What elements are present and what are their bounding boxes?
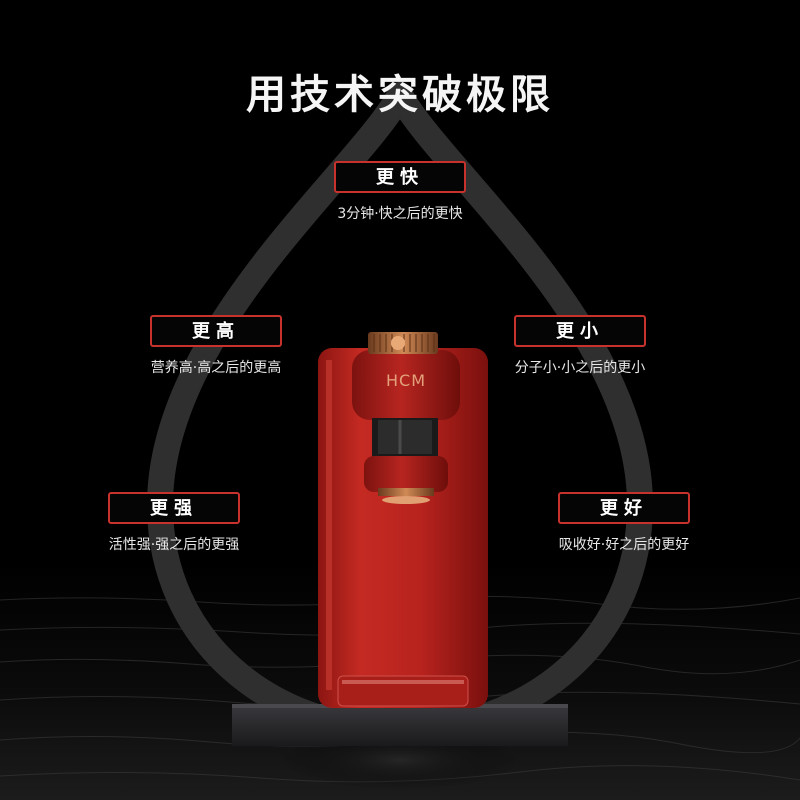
- feature-badge: 更小: [514, 315, 646, 347]
- feature-badge: 更好: [558, 492, 690, 524]
- feature-description: 分子小·小之后的更小: [514, 360, 646, 376]
- svg-text:HCM: HCM: [386, 371, 426, 390]
- feature-description: 活性强·强之后的更强: [108, 537, 240, 553]
- feature-badge: 更强: [108, 492, 240, 524]
- page-title: 用技术突破极限: [246, 72, 554, 118]
- feature-description: 3分钟·快之后的更快: [337, 206, 463, 222]
- feature-badge: 更快: [334, 161, 466, 193]
- feature-better: 更好 吸收好·好之后的更好: [558, 492, 690, 554]
- feature-smaller: 更小 分子小·小之后的更小: [514, 315, 646, 377]
- feature-faster: 更快 3分钟·快之后的更快: [334, 161, 466, 223]
- water-dispenser-machine-icon: HCM: [318, 332, 488, 708]
- feature-description: 营养高·高之后的更高: [150, 360, 282, 376]
- feature-higher: 更高 营养高·高之后的更高: [150, 315, 282, 377]
- feature-badge: 更高: [150, 315, 282, 347]
- feature-stronger: 更强 活性强·强之后的更强: [108, 492, 240, 554]
- feature-description: 吸收好·好之后的更好: [558, 537, 690, 553]
